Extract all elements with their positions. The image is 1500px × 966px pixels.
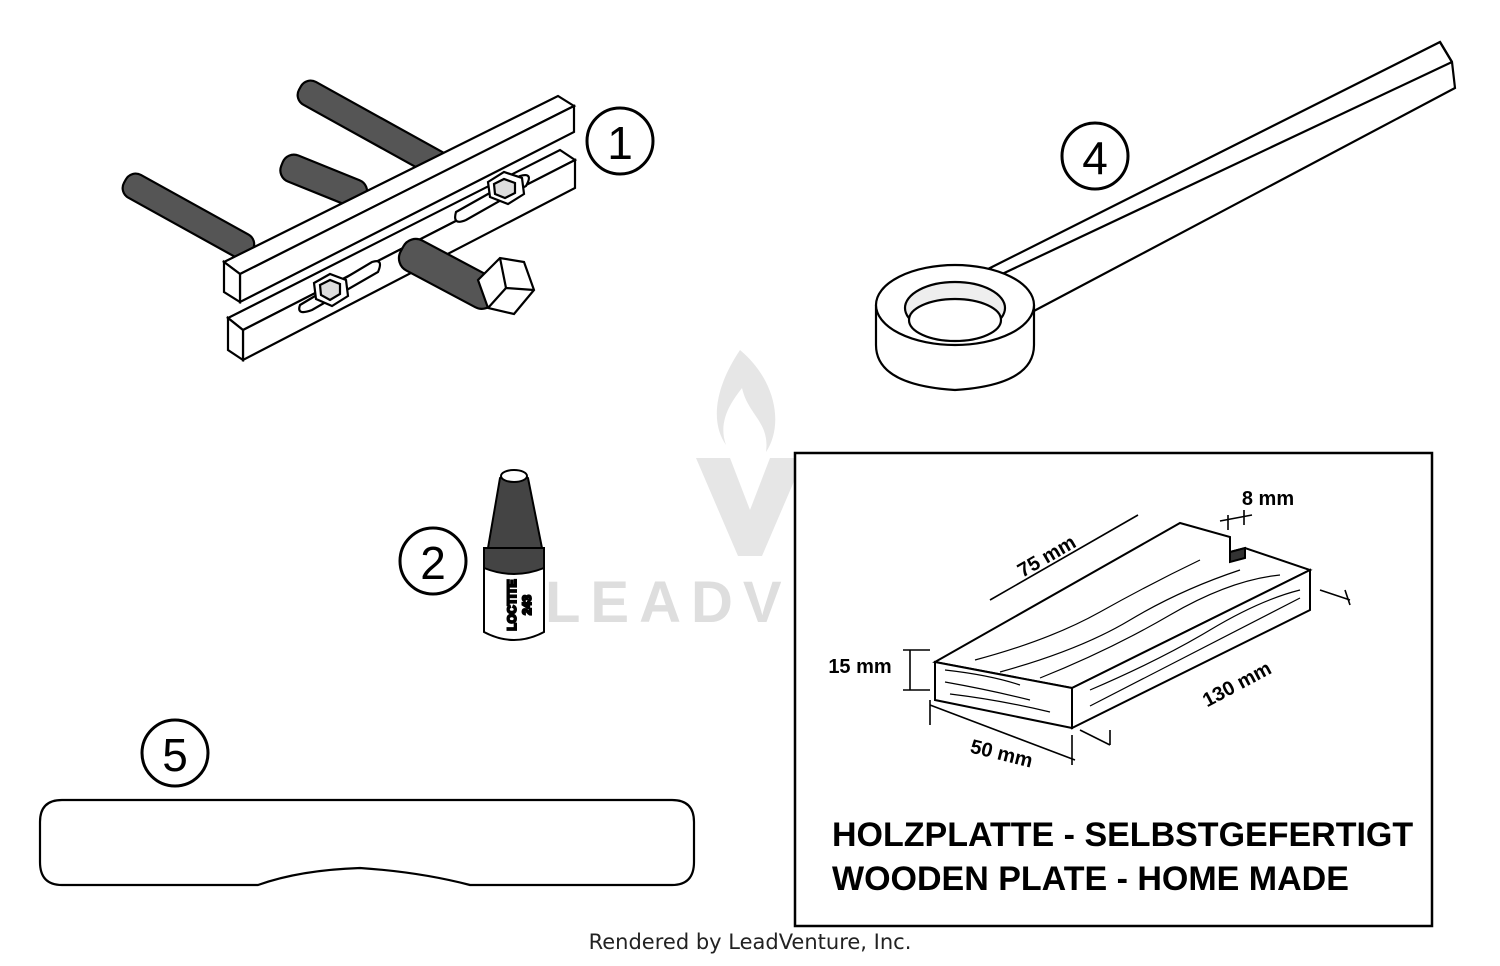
flat-bar-icon (38, 798, 696, 887)
flame-v-logo-icon (696, 350, 804, 556)
callout-5-number: 5 (162, 729, 188, 781)
threaded-rod (121, 79, 453, 260)
wooden-plate-icon (903, 510, 1351, 765)
callout-1-number: 1 (607, 117, 633, 169)
loctite-number: 243 (520, 595, 534, 615)
dimension-8mm: 8 mm (1242, 488, 1294, 510)
puller-tool-icon (121, 79, 578, 363)
footer-credit: Rendered by LeadVenture, Inc. (588, 930, 912, 954)
dimension-15mm: 15 mm (828, 656, 891, 678)
callout-1: 1 (585, 106, 655, 176)
caption-german: HOLZPLATTE - SELBSTGEFERTIGT (832, 816, 1413, 854)
callout-2: 2 (398, 526, 468, 596)
loctite-bottle-icon: LOCTITE 243 (483, 469, 545, 641)
caption-english: WOODEN PLATE - HOME MADE (832, 860, 1349, 898)
callout-4-number: 4 (1082, 132, 1108, 184)
callout-2-number: 2 (420, 537, 446, 589)
callout-5: 5 (140, 718, 210, 788)
ring-wrench-icon (874, 40, 1457, 392)
loctite-label: LOCTITE (505, 579, 519, 630)
wooden-plate-panel: 75 mm 8 mm 15 mm 130 mm 50 mm HOLZPLATTE… (793, 451, 1434, 928)
callout-4: 4 (1060, 121, 1130, 191)
